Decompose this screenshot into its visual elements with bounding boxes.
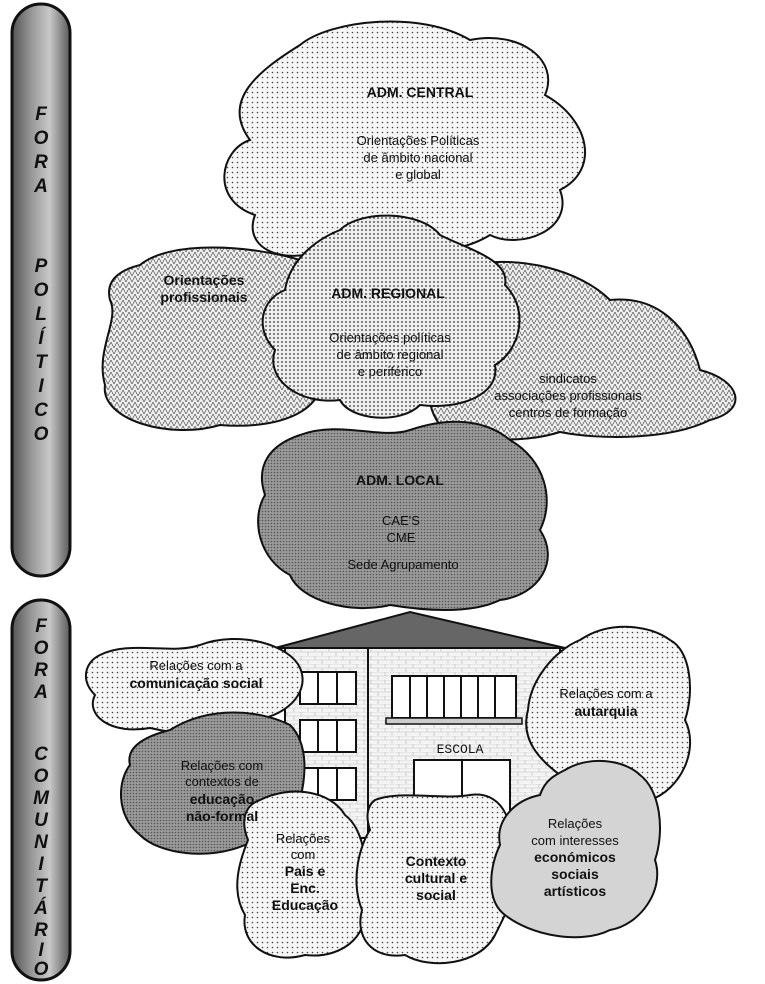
adm-regional-line: e periférico	[358, 364, 422, 379]
adm-local-line: CME	[387, 530, 416, 545]
adm-regional-cloud	[261, 214, 521, 419]
school-sill	[385, 717, 523, 725]
sidebar-letter: T	[35, 352, 48, 373]
sidebar-letter: I	[38, 854, 44, 875]
interesses-cloud	[490, 759, 661, 939]
sidebar-letter: O	[34, 959, 49, 980]
school-window	[299, 671, 357, 705]
pais-bold-line: Educação	[272, 897, 338, 913]
sidebar-letter: C	[34, 400, 48, 421]
adm-central-line: de âmbito nacional	[363, 150, 472, 165]
sidebar-letter: O	[34, 638, 49, 659]
sidebar-letter: Á	[33, 897, 48, 919]
adm-regional-title: ADM. REGIONAL	[331, 285, 445, 301]
adm-central-line: e global	[395, 167, 441, 182]
autarquia-line1: Relações com a	[559, 686, 653, 701]
orientacoes-profissionais-line: profissionais	[160, 289, 247, 305]
educacao-bold-line: educação	[190, 791, 255, 807]
orientacoes-profissionais-line: Orientações	[164, 272, 245, 288]
interesses-line: Relações	[548, 816, 603, 831]
sidebar-letter: A	[33, 176, 48, 197]
sidebar-letter: N	[34, 832, 49, 853]
sindicatos-line: sindicatos	[539, 371, 597, 386]
school-roof	[274, 610, 566, 649]
sidebar-letter: R	[34, 660, 48, 681]
sidebar-letter: I	[38, 376, 44, 397]
pais-bold-line: Pais e	[285, 863, 326, 879]
sidebar-letter: R	[34, 920, 48, 941]
sidebar-letter: O	[34, 766, 49, 787]
adm-central-title: ADM. CENTRAL	[367, 84, 474, 100]
interesses-bold-line: sociais	[551, 866, 599, 882]
fora-comunitario-bar	[10, 598, 72, 982]
sidebar-letter: F	[35, 616, 48, 637]
school-window	[299, 719, 357, 753]
autarquia-line2: autarquia	[574, 703, 637, 719]
interesses-line: com interesses	[531, 833, 619, 848]
sidebar-letter: T	[35, 876, 48, 897]
fora-politico-bar	[10, 2, 72, 578]
comunicacao-line1: Relações com a	[149, 658, 243, 673]
interesses-bold-line: económicos	[534, 849, 616, 865]
orientacoes-profissionais-cloud	[101, 246, 332, 432]
pais-cloud	[236, 790, 366, 959]
sidebar-letter: U	[34, 810, 49, 831]
adm-local-line: CAE'S	[382, 513, 420, 528]
sidebar-letter: O	[34, 128, 49, 149]
educacao-line: Relações com	[181, 758, 263, 773]
sindicatos-line: centros de formação	[509, 405, 628, 420]
comunicacao-line2: comunicação social	[129, 675, 262, 691]
contexto-bold-line: social	[416, 887, 456, 903]
pais-line: Relações	[276, 831, 331, 846]
sidebar-letter: C	[34, 744, 48, 765]
sidebar-letter: M	[33, 788, 50, 809]
pais-line: com	[291, 847, 316, 862]
adm-local-footer: Sede Agrupamento	[347, 557, 458, 572]
interesses-bold-line: artísticos	[544, 883, 606, 899]
sidebar-letter: O	[34, 424, 49, 445]
contexto-cloud	[355, 793, 517, 965]
sidebar-letter: F	[35, 104, 48, 125]
adm-central-cloud	[223, 20, 586, 257]
sidebar-letter: Í	[38, 327, 47, 349]
sindicatos-line: associações profissionais	[494, 388, 642, 403]
adm-regional-line: de âmbito regional	[337, 347, 444, 362]
escola-label: ESCOLA	[437, 742, 484, 757]
sidebar-letter: L	[35, 304, 47, 325]
contexto-bold-line: Contexto	[406, 853, 467, 869]
sidebar-letter: A	[33, 682, 48, 703]
contexto-bold-line: cultural e	[405, 870, 467, 886]
adm-local-cloud	[257, 420, 549, 611]
educacao-line: contextos de	[185, 774, 259, 789]
pais-bold-line: Enc.	[290, 880, 320, 896]
adm-regional-line: Orientações políticas	[329, 330, 451, 345]
sidebar-letter: P	[35, 256, 48, 277]
adm-central-line: Orientações Políticas	[357, 133, 480, 148]
sidebar-letter: R	[34, 152, 48, 173]
sidebar-letter: O	[34, 280, 49, 301]
sidebar-letter: I	[38, 940, 44, 961]
educacao-bold-line: não-formal	[186, 808, 258, 824]
adm-local-title: ADM. LOCAL	[356, 472, 444, 488]
